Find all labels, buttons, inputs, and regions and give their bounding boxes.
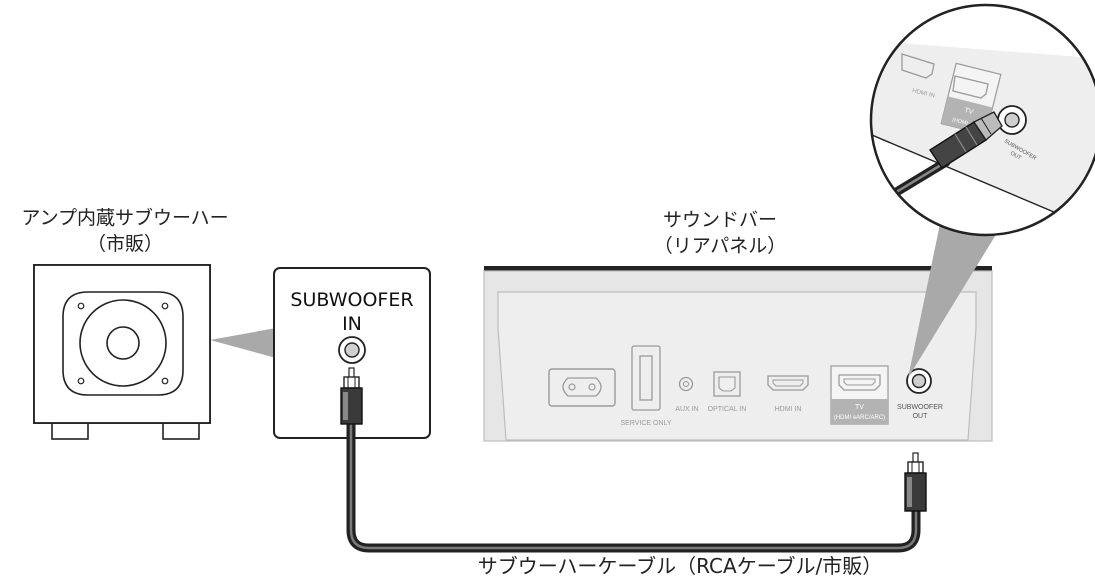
subwoofer-in-title-line1: SUBWOOFER (290, 289, 414, 311)
zoom-tv-hdmi-port (952, 75, 989, 99)
ac-pin (588, 383, 596, 391)
service-port-label: SERVICE ONLY (620, 420, 671, 427)
hdmi-in-port (767, 375, 809, 391)
cable-label: サブウーハーケーブル（RCAケーブル/市販） (477, 554, 883, 578)
hdmi-in-label: HDMI IN (775, 406, 802, 413)
zoom-rca-ring (980, 117, 992, 135)
subwoofer-in-title-line2: IN (342, 313, 362, 335)
rca-cable (340, 367, 927, 553)
service-port-outer (631, 345, 661, 411)
subwoofer-out-jack-inner (911, 373, 927, 389)
subwoofer-speaker-dome (106, 326, 140, 360)
soundbar-label-line2: （リアパネル） (653, 235, 787, 257)
rca-cable-core (349, 422, 918, 550)
zoom-circle-border (869, 3, 1095, 237)
subwoofer-callout-wedge (210, 328, 276, 358)
hdmi-in-socket (772, 379, 804, 387)
rca-plug-body-highlight (343, 392, 348, 420)
rca-plug-collar (343, 376, 360, 389)
soundbar: SERVICE ONLY AUX IN OPTICAL IN HDMI IN T… (483, 266, 993, 442)
subwoofer (33, 264, 211, 440)
subwoofer-label-line1: アンプ内蔵サブウーハー (21, 207, 229, 229)
zoom-subwoofer-out-label-2: OUT (1009, 151, 1023, 162)
ac-inlet-socket (562, 377, 602, 397)
aux-in-hole (682, 380, 690, 388)
optical-in-port (713, 371, 741, 397)
soundbar-recess (497, 291, 977, 441)
zoom-hdmi-in-port (901, 53, 935, 79)
subwoofer-in-jack-inner (344, 342, 360, 358)
subwoofer-in-title: SUBWOOFER IN (274, 288, 430, 336)
subwoofer-screw (161, 377, 169, 385)
subwoofer-label: アンプ内蔵サブウーハー （市販） (0, 205, 250, 257)
zoom-callout-wedge (908, 224, 1000, 378)
zoom-rca-ring (954, 133, 967, 153)
ac-pin (568, 383, 576, 391)
aux-in-port (678, 376, 694, 392)
subwoofer-screw (77, 302, 85, 310)
optical-in-label: OPTICAL IN (708, 406, 747, 413)
tv-port-badge (831, 399, 888, 424)
optical-in-socket (718, 376, 736, 392)
tv-port-label: TV (855, 404, 864, 411)
subwoofer-out-label-2: OUT (913, 413, 929, 420)
subwoofer-label-line2: （市販） (86, 233, 163, 255)
aux-in-label: AUX IN (675, 406, 698, 413)
soundbar-label: サウンドバー （リアパネル） (600, 207, 840, 259)
zoom-rca-plug-sleeve (973, 111, 1003, 141)
rca-plug-body-highlight (907, 477, 912, 507)
soundbar-label-line1: サウンドバー (662, 209, 777, 231)
tv-port-sublabel: (HDMI eARC/ARC) (834, 415, 885, 421)
tv-hdmi-port (838, 374, 881, 391)
subwoofer-screw (161, 302, 169, 310)
subwoofer-in-panel (273, 267, 431, 439)
zoom-tv-label: TV (964, 107, 975, 116)
service-port-inner (639, 355, 653, 401)
zoom-detail: HDMI IN TV (HDMI eARC/ARC) SUBWOOFER OUT (869, 3, 1095, 237)
rca-plug-collar (907, 461, 924, 474)
zoom-hdmi-in-label: HDMI IN (912, 88, 936, 99)
subwoofer-out-label: SUBWOOFER (897, 404, 943, 411)
ac-inlet-port (548, 368, 616, 407)
soundbar-top-edge (484, 266, 992, 271)
tv-hdmi-socket (843, 378, 876, 386)
zoom-subwoofer-out-inner (1004, 112, 1020, 128)
zoom-panel (871, 40, 1095, 235)
subwoofer-screw (77, 377, 85, 385)
zoom-rca-ring (965, 126, 978, 146)
